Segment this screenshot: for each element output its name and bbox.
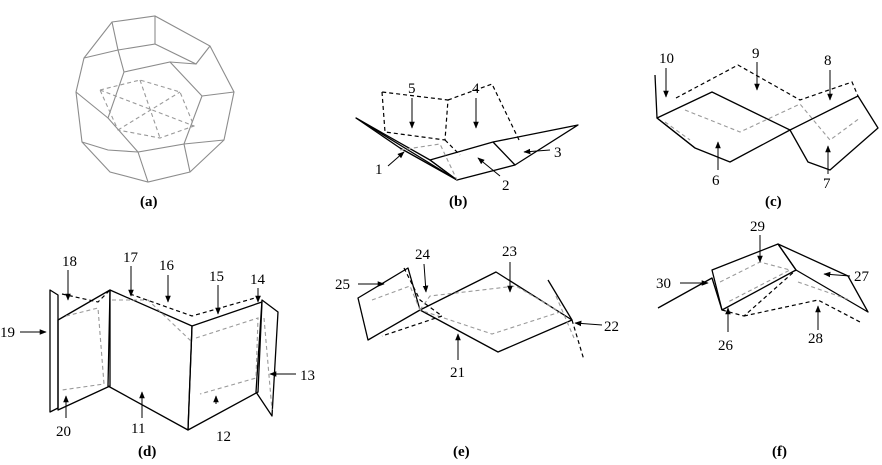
- label-6: 6: [712, 173, 720, 189]
- label-15: 15: [209, 269, 224, 285]
- label-1: 1: [375, 162, 383, 178]
- panel-a-polyhedron: [75, 15, 235, 183]
- label-23: 23: [502, 244, 517, 260]
- caption-e: (e): [453, 444, 470, 460]
- label-25: 25: [335, 277, 350, 293]
- panel-b-net: [355, 83, 579, 181]
- label-2: 2: [502, 178, 510, 194]
- label-24: 24: [415, 247, 431, 263]
- caption-a: (a): [140, 194, 158, 210]
- caption-c: (c): [765, 194, 782, 210]
- label-28: 28: [808, 331, 823, 347]
- label-9: 9: [752, 46, 760, 62]
- label-11: 11: [131, 421, 145, 437]
- label-10: 10: [659, 51, 674, 67]
- label-16: 16: [159, 258, 175, 274]
- label-8: 8: [824, 53, 832, 69]
- label-26: 26: [718, 338, 734, 354]
- label-17: 17: [123, 250, 139, 266]
- panel-f-arrows: [680, 235, 851, 332]
- caption-d: (d): [138, 444, 156, 460]
- panel-e-arrows: [358, 262, 603, 360]
- label-21: 21: [450, 365, 465, 381]
- panel-d-arrows: [20, 266, 296, 418]
- label-29: 29: [750, 219, 765, 235]
- label-5: 5: [408, 81, 416, 97]
- label-20: 20: [56, 424, 71, 440]
- panel-d-net: [49, 289, 279, 431]
- label-3: 3: [554, 145, 562, 161]
- label-12: 12: [216, 429, 231, 445]
- label-27: 27: [854, 269, 870, 285]
- label-18: 18: [62, 254, 77, 270]
- label-4: 4: [472, 81, 480, 97]
- label-30: 30: [656, 276, 671, 292]
- panel-c-arrows: [663, 62, 833, 174]
- panel-c-net: [654, 64, 879, 171]
- label-13: 13: [300, 368, 315, 384]
- panel-b-arrows: [387, 98, 551, 177]
- label-7: 7: [823, 176, 831, 192]
- label-19: 19: [0, 325, 15, 341]
- label-22: 22: [604, 319, 619, 335]
- caption-f: (f): [772, 444, 787, 460]
- panel-f-net: [657, 243, 869, 323]
- label-14: 14: [250, 272, 266, 288]
- panel-e-net: [357, 267, 585, 361]
- caption-b: (b): [449, 194, 467, 210]
